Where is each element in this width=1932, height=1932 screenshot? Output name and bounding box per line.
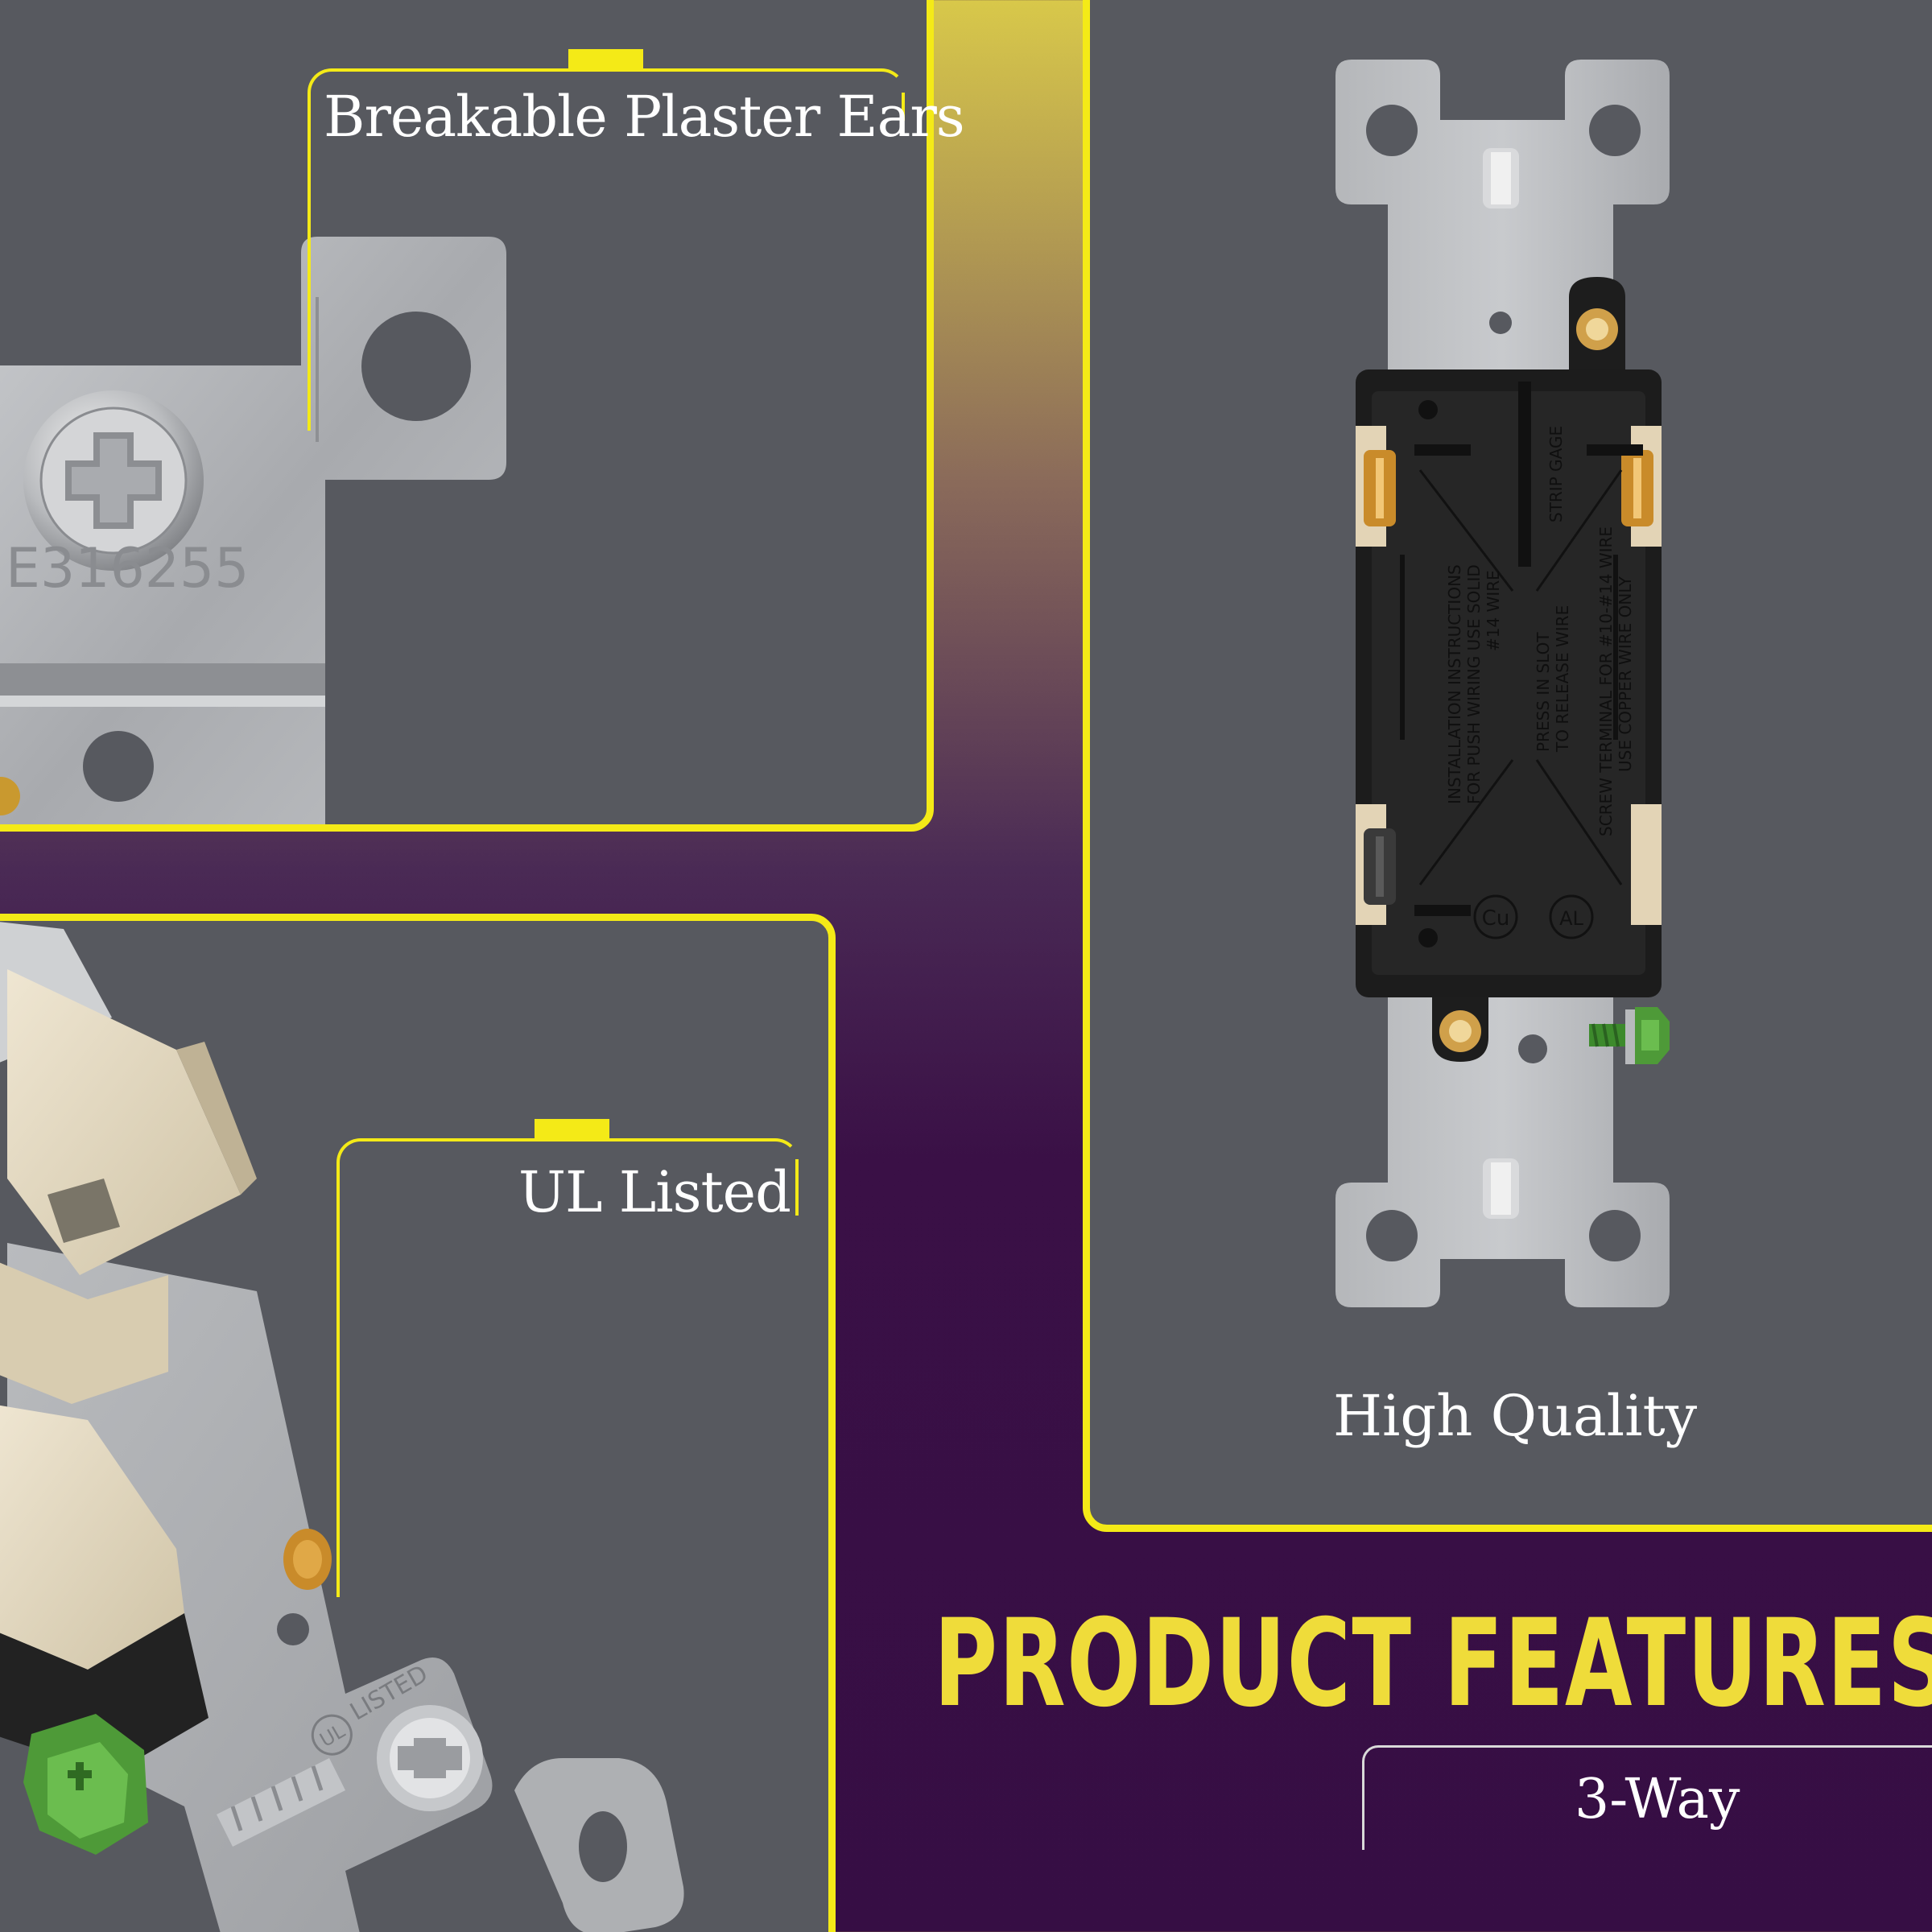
ul-listed-callout-frame <box>336 1138 799 1597</box>
svg-text:USE COPPER WIRE ONLY: USE COPPER WIRE ONLY <box>1616 576 1635 772</box>
feature-plaster-ears: Breakable Plaster Ears <box>324 84 965 150</box>
plaster-ears-panel: E316255 <box>0 0 934 832</box>
toggle-lever <box>7 969 241 1275</box>
ul-listed-panel: UL LISTED <box>0 914 836 1932</box>
strip-gage-label: STRIP GAGE <box>1546 426 1566 522</box>
al-mark-icon: AL <box>1549 894 1594 939</box>
black-terminal-icon <box>1364 828 1396 905</box>
cu-mark-icon: Cu <box>1473 894 1518 939</box>
svg-text:AL: AL <box>1559 907 1583 930</box>
switch-angled-illustration: UL LISTED <box>0 922 684 1932</box>
mounting-screw-icon <box>23 390 204 571</box>
svg-text:Cu: Cu <box>1482 906 1510 931</box>
strap-detail-illustration: E316255 <box>0 237 506 824</box>
strap-marking: E316255 <box>6 537 250 601</box>
svg-text:PRESS IN SLOT: PRESS IN SLOT <box>1534 632 1553 752</box>
terminal-screw-icon <box>377 1705 483 1811</box>
ground-screw-icon <box>23 1714 148 1855</box>
variant-label: 3-Way <box>1575 1768 1740 1831</box>
svg-text:#14 WIRE: #14 WIRE <box>1484 570 1503 651</box>
headline: PRODUCT FEATURES <box>934 1594 1932 1734</box>
svg-text:TO RELEASE WIRE: TO RELEASE WIRE <box>1553 605 1572 753</box>
callout-tab <box>535 1119 609 1138</box>
callout-tab <box>568 49 643 68</box>
high-quality-panel: STRIP GAGE INSTALLATION INSTRUCTIONS FOR… <box>1083 0 1932 1532</box>
variant-frame <box>1362 1745 1932 1850</box>
mounting-screw-icon <box>1432 981 1488 1062</box>
brass-terminal-icon <box>1364 450 1396 526</box>
svg-text:INSTALLATION INSTRUCTIONS: INSTALLATION INSTRUCTIONS <box>1445 564 1464 804</box>
bottom-strap <box>1335 997 1670 1307</box>
svg-text:SCREW TERMINAL FOR #10-#14 WIR: SCREW TERMINAL FOR #10-#14 WIRE <box>1596 526 1616 836</box>
threaded-screw-icon <box>217 1758 345 1847</box>
ground-screw-icon <box>1589 1007 1670 1064</box>
switch-front-illustration: STRIP GAGE INSTALLATION INSTRUCTIONS FOR… <box>1335 60 1670 1307</box>
plaster-ears-callout-frame <box>308 68 906 431</box>
feature-high-quality: High Quality <box>1333 1383 1698 1449</box>
brass-terminal-icon <box>1621 450 1653 526</box>
mounting-screw-icon <box>1569 277 1625 369</box>
ear-hole <box>361 312 471 421</box>
feature-ul-listed: UL Listed <box>518 1159 791 1225</box>
svg-text:FOR PUSH WIRING USE SOLID: FOR PUSH WIRING USE SOLID <box>1464 564 1484 804</box>
